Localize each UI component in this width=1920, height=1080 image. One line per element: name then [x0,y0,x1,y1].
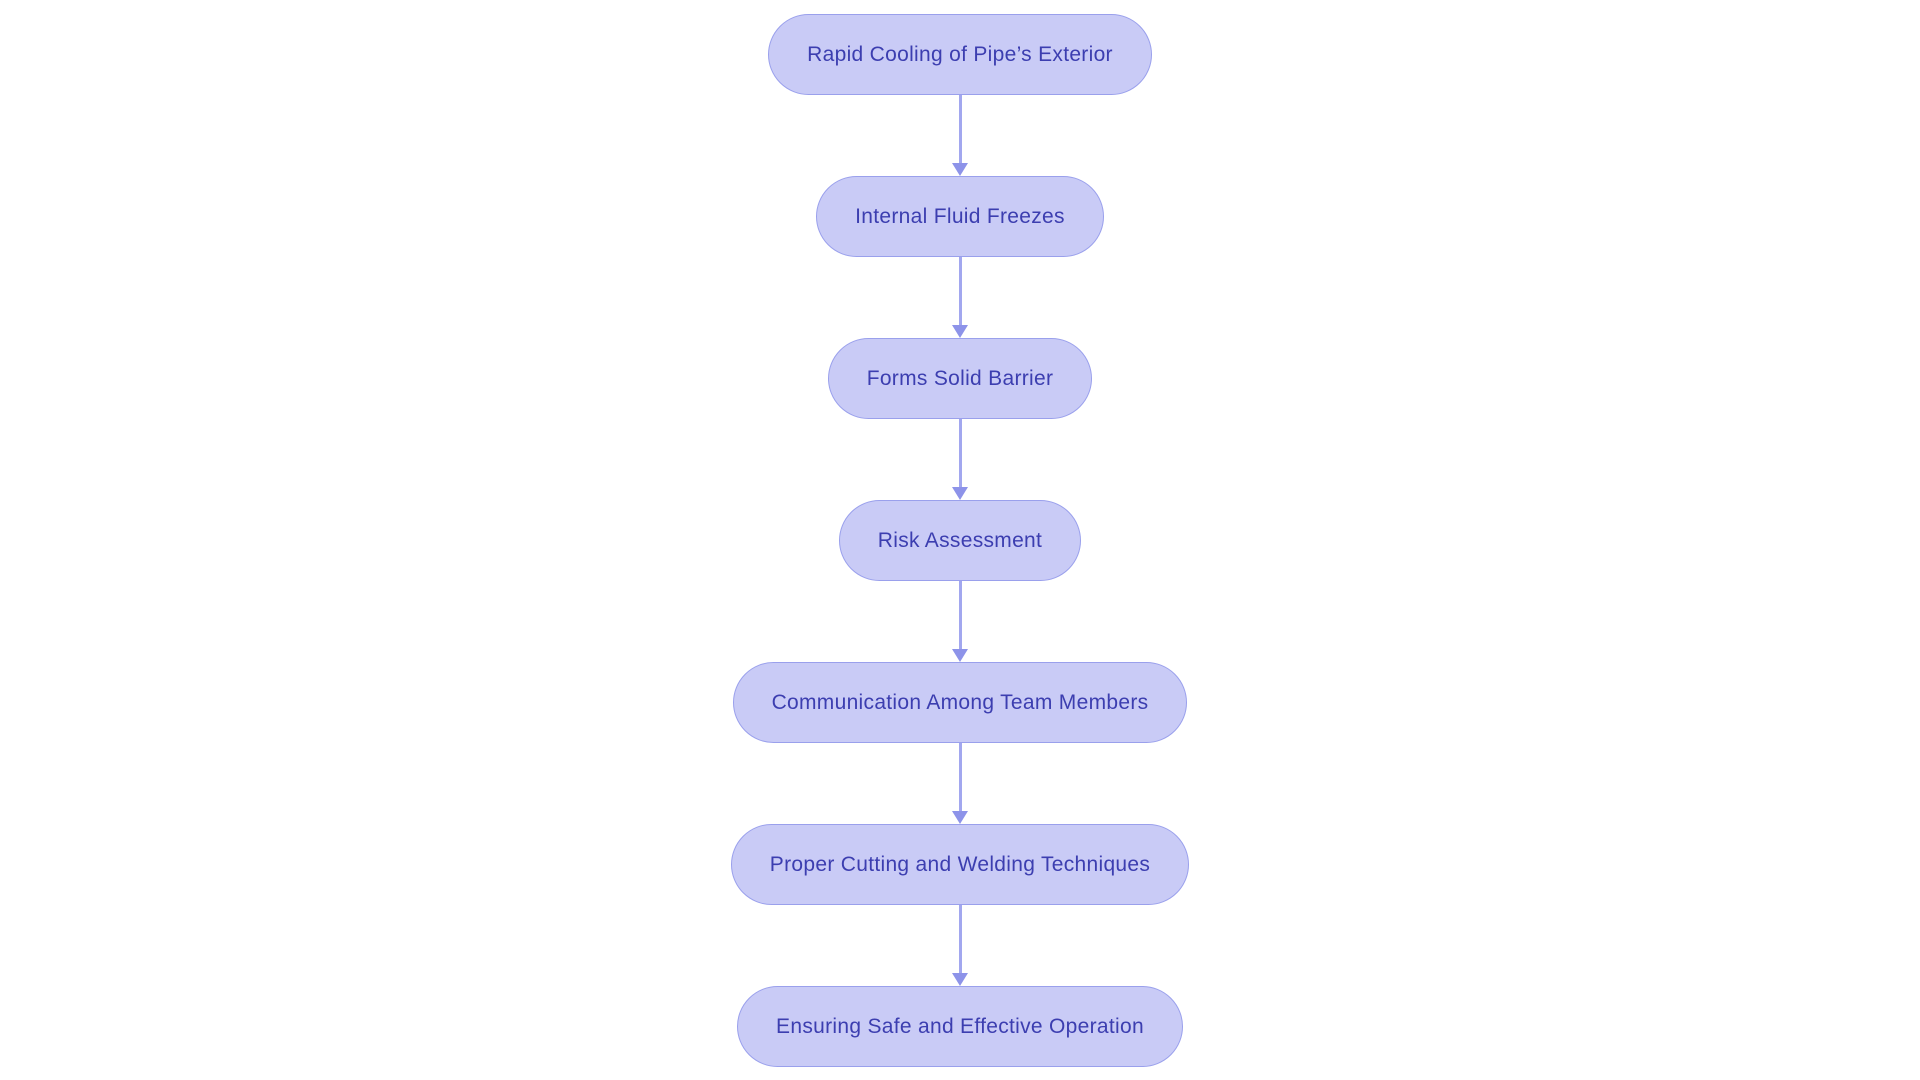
connector-arrow-3 [952,419,968,500]
node-proper-cutting-and-welding-techniques: Proper Cutting and Welding Techniques [730,824,1190,905]
connector-arrow-6 [952,905,968,986]
arrow-down-icon [952,649,968,662]
node-label: Communication Among Team Members [771,690,1149,714]
arrow-down-icon [952,811,968,824]
node-label: Rapid Cooling of Pipe’s Exterior [807,42,1113,66]
connector-line [958,419,962,487]
connector-arrow-2 [952,257,968,338]
arrow-down-icon [952,487,968,500]
connector-arrow-4 [952,581,968,662]
node-label: Internal Fluid Freezes [855,204,1065,228]
connector-arrow-5 [952,743,968,824]
connector-line [958,905,962,973]
node-label: Forms Solid Barrier [866,366,1054,390]
node-ensuring-safe-and-effective-operation: Ensuring Safe and Effective Operation [737,986,1183,1067]
connector-arrow-1 [952,95,968,176]
connector-line [958,581,962,649]
connector-line [958,743,962,811]
arrow-down-icon [952,325,968,338]
node-communication-among-team-members: Communication Among Team Members [732,662,1188,743]
connector-line [958,257,962,325]
node-risk-assessment: Risk Assessment [838,500,1082,581]
node-label: Ensuring Safe and Effective Operation [776,1014,1144,1038]
node-label: Risk Assessment [877,528,1043,552]
arrow-down-icon [952,973,968,986]
node-forms-solid-barrier: Forms Solid Barrier [827,338,1093,419]
arrow-down-icon [952,163,968,176]
node-label: Proper Cutting and Welding Techniques [769,852,1151,876]
connector-line [958,95,962,163]
node-rapid-cooling-of-pipes-exterior: Rapid Cooling of Pipe’s Exterior [768,14,1152,95]
node-internal-fluid-freezes: Internal Fluid Freezes [816,176,1104,257]
